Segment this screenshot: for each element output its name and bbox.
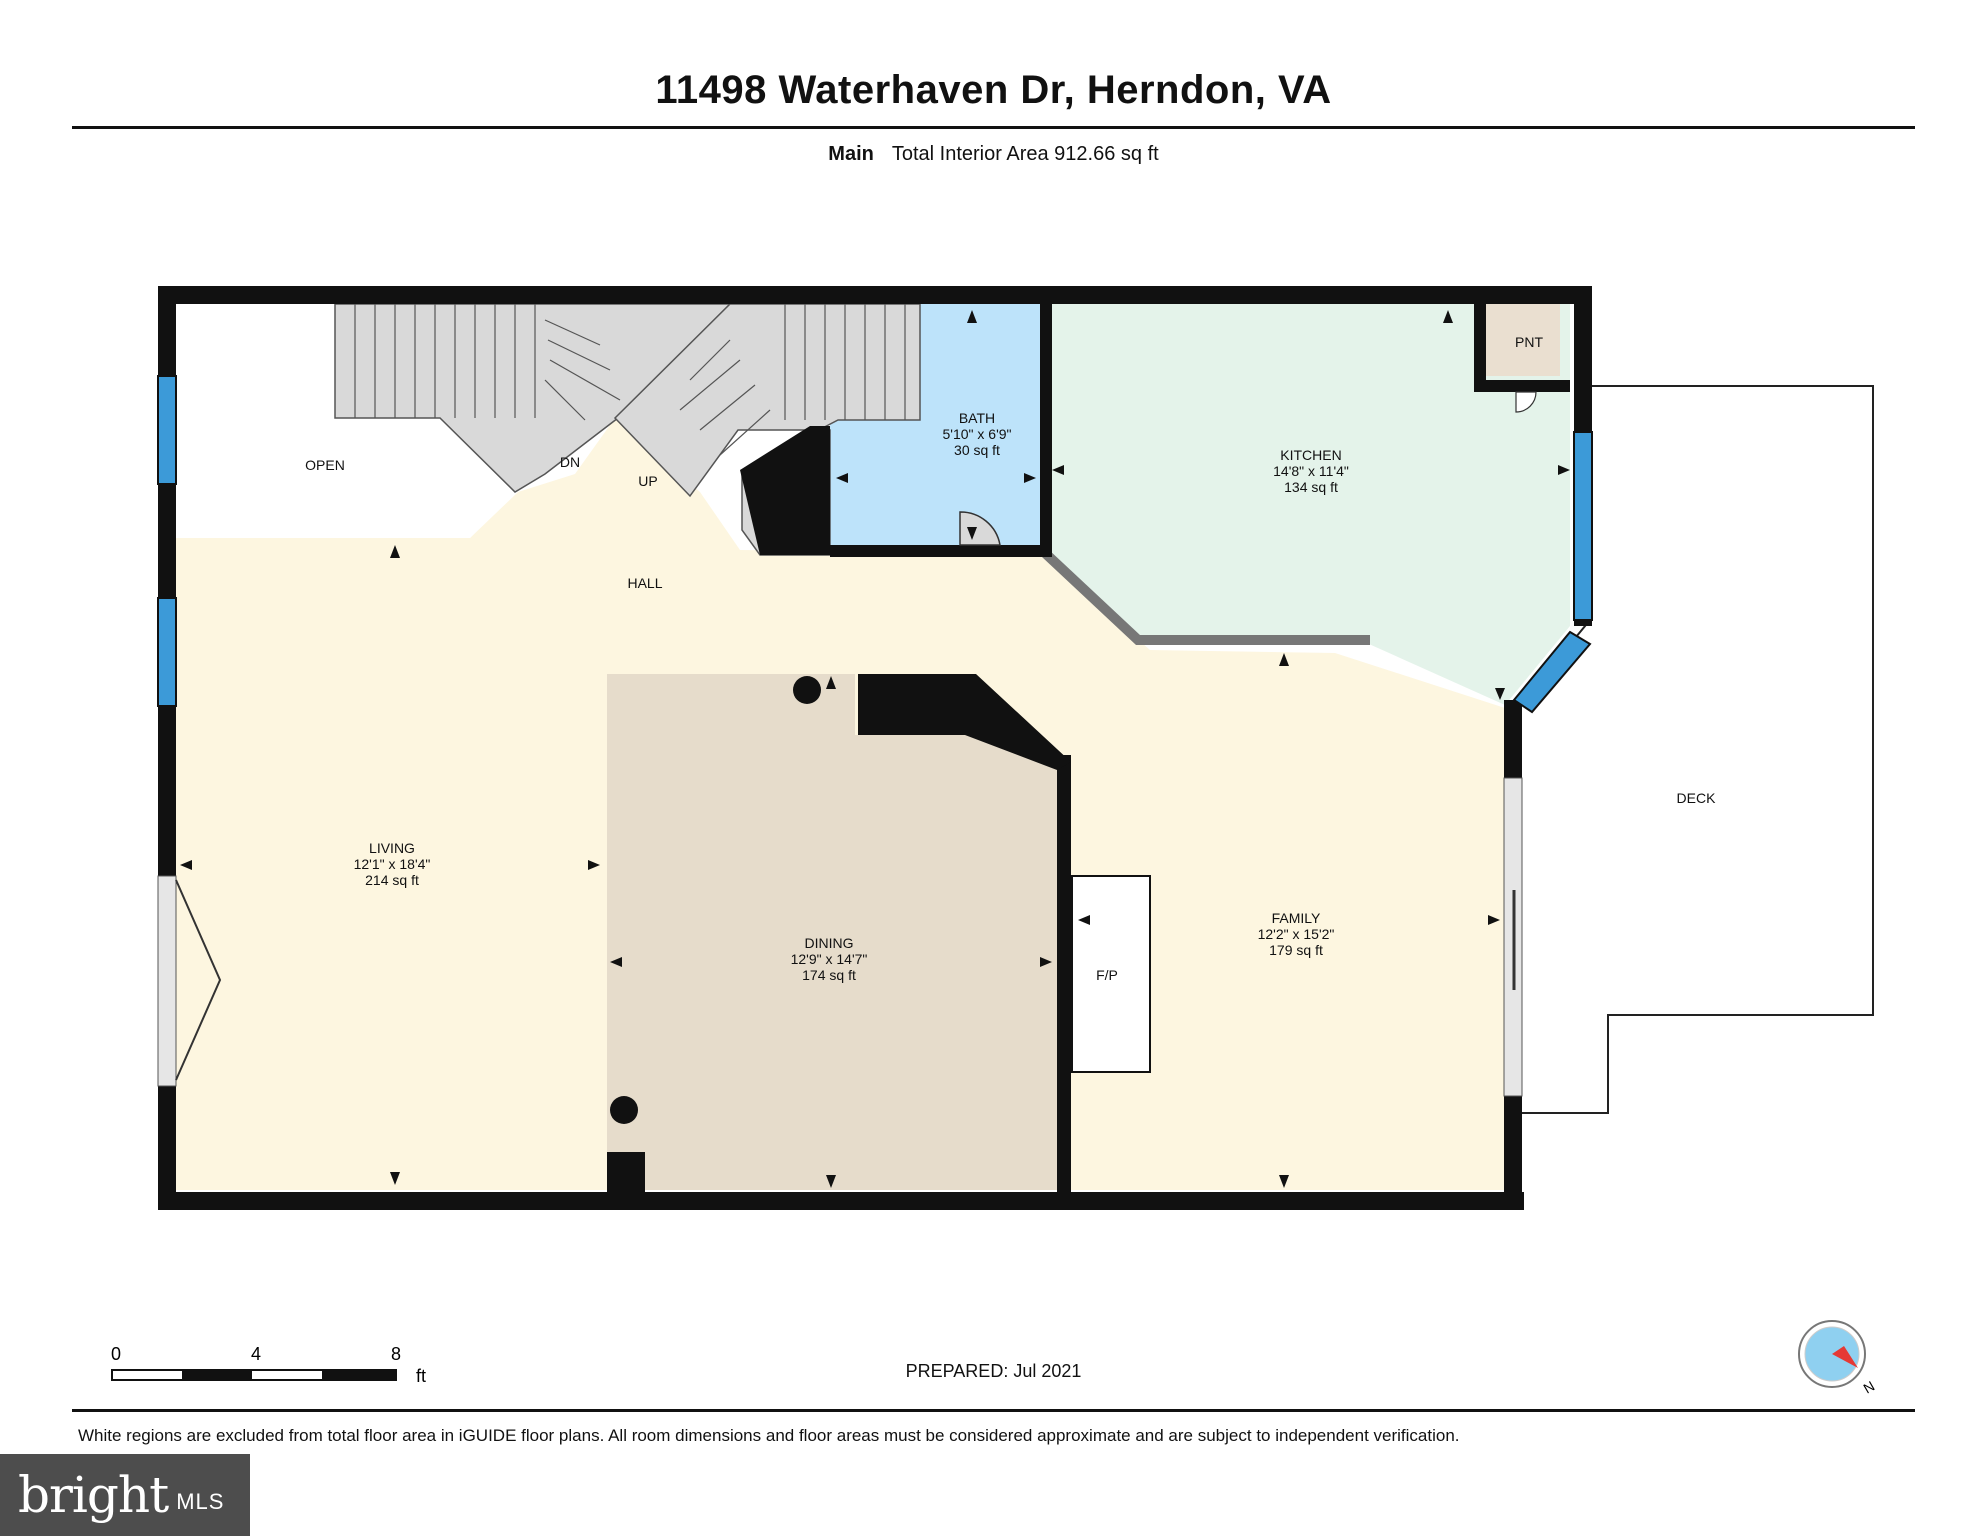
hall-label: HALL <box>627 575 662 591</box>
bath-dimensions: 5'10" x 6'9" <box>943 426 1012 442</box>
compass-icon: N <box>1798 1320 1878 1397</box>
windows <box>157 375 1593 714</box>
bath-door-swing <box>959 511 1001 546</box>
dining-label: DINING <box>805 935 854 951</box>
deck-outline <box>1519 385 1874 1114</box>
logo-brand: bright <box>18 1466 169 1524</box>
stairs-down-label: DN <box>560 454 580 470</box>
family-label: FAMILY <box>1272 910 1321 926</box>
floor-name: Main <box>828 143 874 165</box>
stair-treads <box>354 304 906 456</box>
kitchen-peninsula <box>1041 549 1370 645</box>
fireplace <box>1071 875 1151 1073</box>
page-title: 11498 Waterhaven Dr, Herndon, VA <box>655 68 1332 112</box>
dining-dimensions: 12'9" x 14'7" <box>791 951 868 967</box>
area-summary: Main Total Interior Area 912.66 sq ft <box>0 143 1987 166</box>
compass-north-label: N <box>1861 1378 1878 1397</box>
open-label: OPEN <box>305 457 345 473</box>
bath-area: 30 sq ft <box>954 442 1000 458</box>
pantry-label: PNT <box>1515 334 1543 350</box>
living-label: LIVING <box>369 840 415 856</box>
kitchen-label: KITCHEN <box>1280 447 1341 463</box>
dining-floor <box>607 674 1060 1190</box>
stair-core <box>740 426 830 555</box>
total-interior-area: Total Interior Area 912.66 sq ft <box>891 143 1159 165</box>
scale-label-0: 0 <box>111 1344 121 1364</box>
footer-divider <box>72 1409 1915 1412</box>
kitchen-area: 134 sq ft <box>1284 479 1338 495</box>
scale-label-8: 8 <box>391 1344 401 1364</box>
living-door-swing <box>175 879 222 1081</box>
living-dimensions: 12'1" x 18'4" <box>354 856 431 872</box>
bath-label: BATH <box>959 410 995 426</box>
pantry-floor <box>1482 304 1560 376</box>
kitchen-floor <box>1050 296 1570 705</box>
living-exterior-door <box>157 875 177 1087</box>
pantry-door-swing <box>1515 391 1537 413</box>
stairs-up-label: UP <box>638 473 657 489</box>
scale-unit: ft <box>416 1366 426 1386</box>
scale-bar: 0 4 8 ft <box>111 1344 426 1386</box>
dining-area: 174 sq ft <box>802 967 856 983</box>
family-area: 179 sq ft <box>1269 942 1323 958</box>
family-dimensions: 12'2" x 15'2" <box>1258 926 1335 942</box>
kitchen-dimensions: 14'8" x 11'4" <box>1273 463 1349 479</box>
fireplace-label: F/P <box>1096 967 1118 983</box>
prepared-date: PREPARED: Jul 2021 <box>905 1361 1082 1381</box>
scale-label-4: 4 <box>251 1344 261 1364</box>
dimension-arrows <box>180 310 1570 1188</box>
deck-label: DECK <box>1677 790 1717 806</box>
bright-mls-logo: bright MLS <box>0 1454 250 1536</box>
header-divider <box>72 126 1915 129</box>
logo-suffix: MLS <box>176 1489 225 1514</box>
disclaimer: White regions are excluded from total fl… <box>78 1426 1460 1445</box>
living-area: 214 sq ft <box>365 872 419 888</box>
